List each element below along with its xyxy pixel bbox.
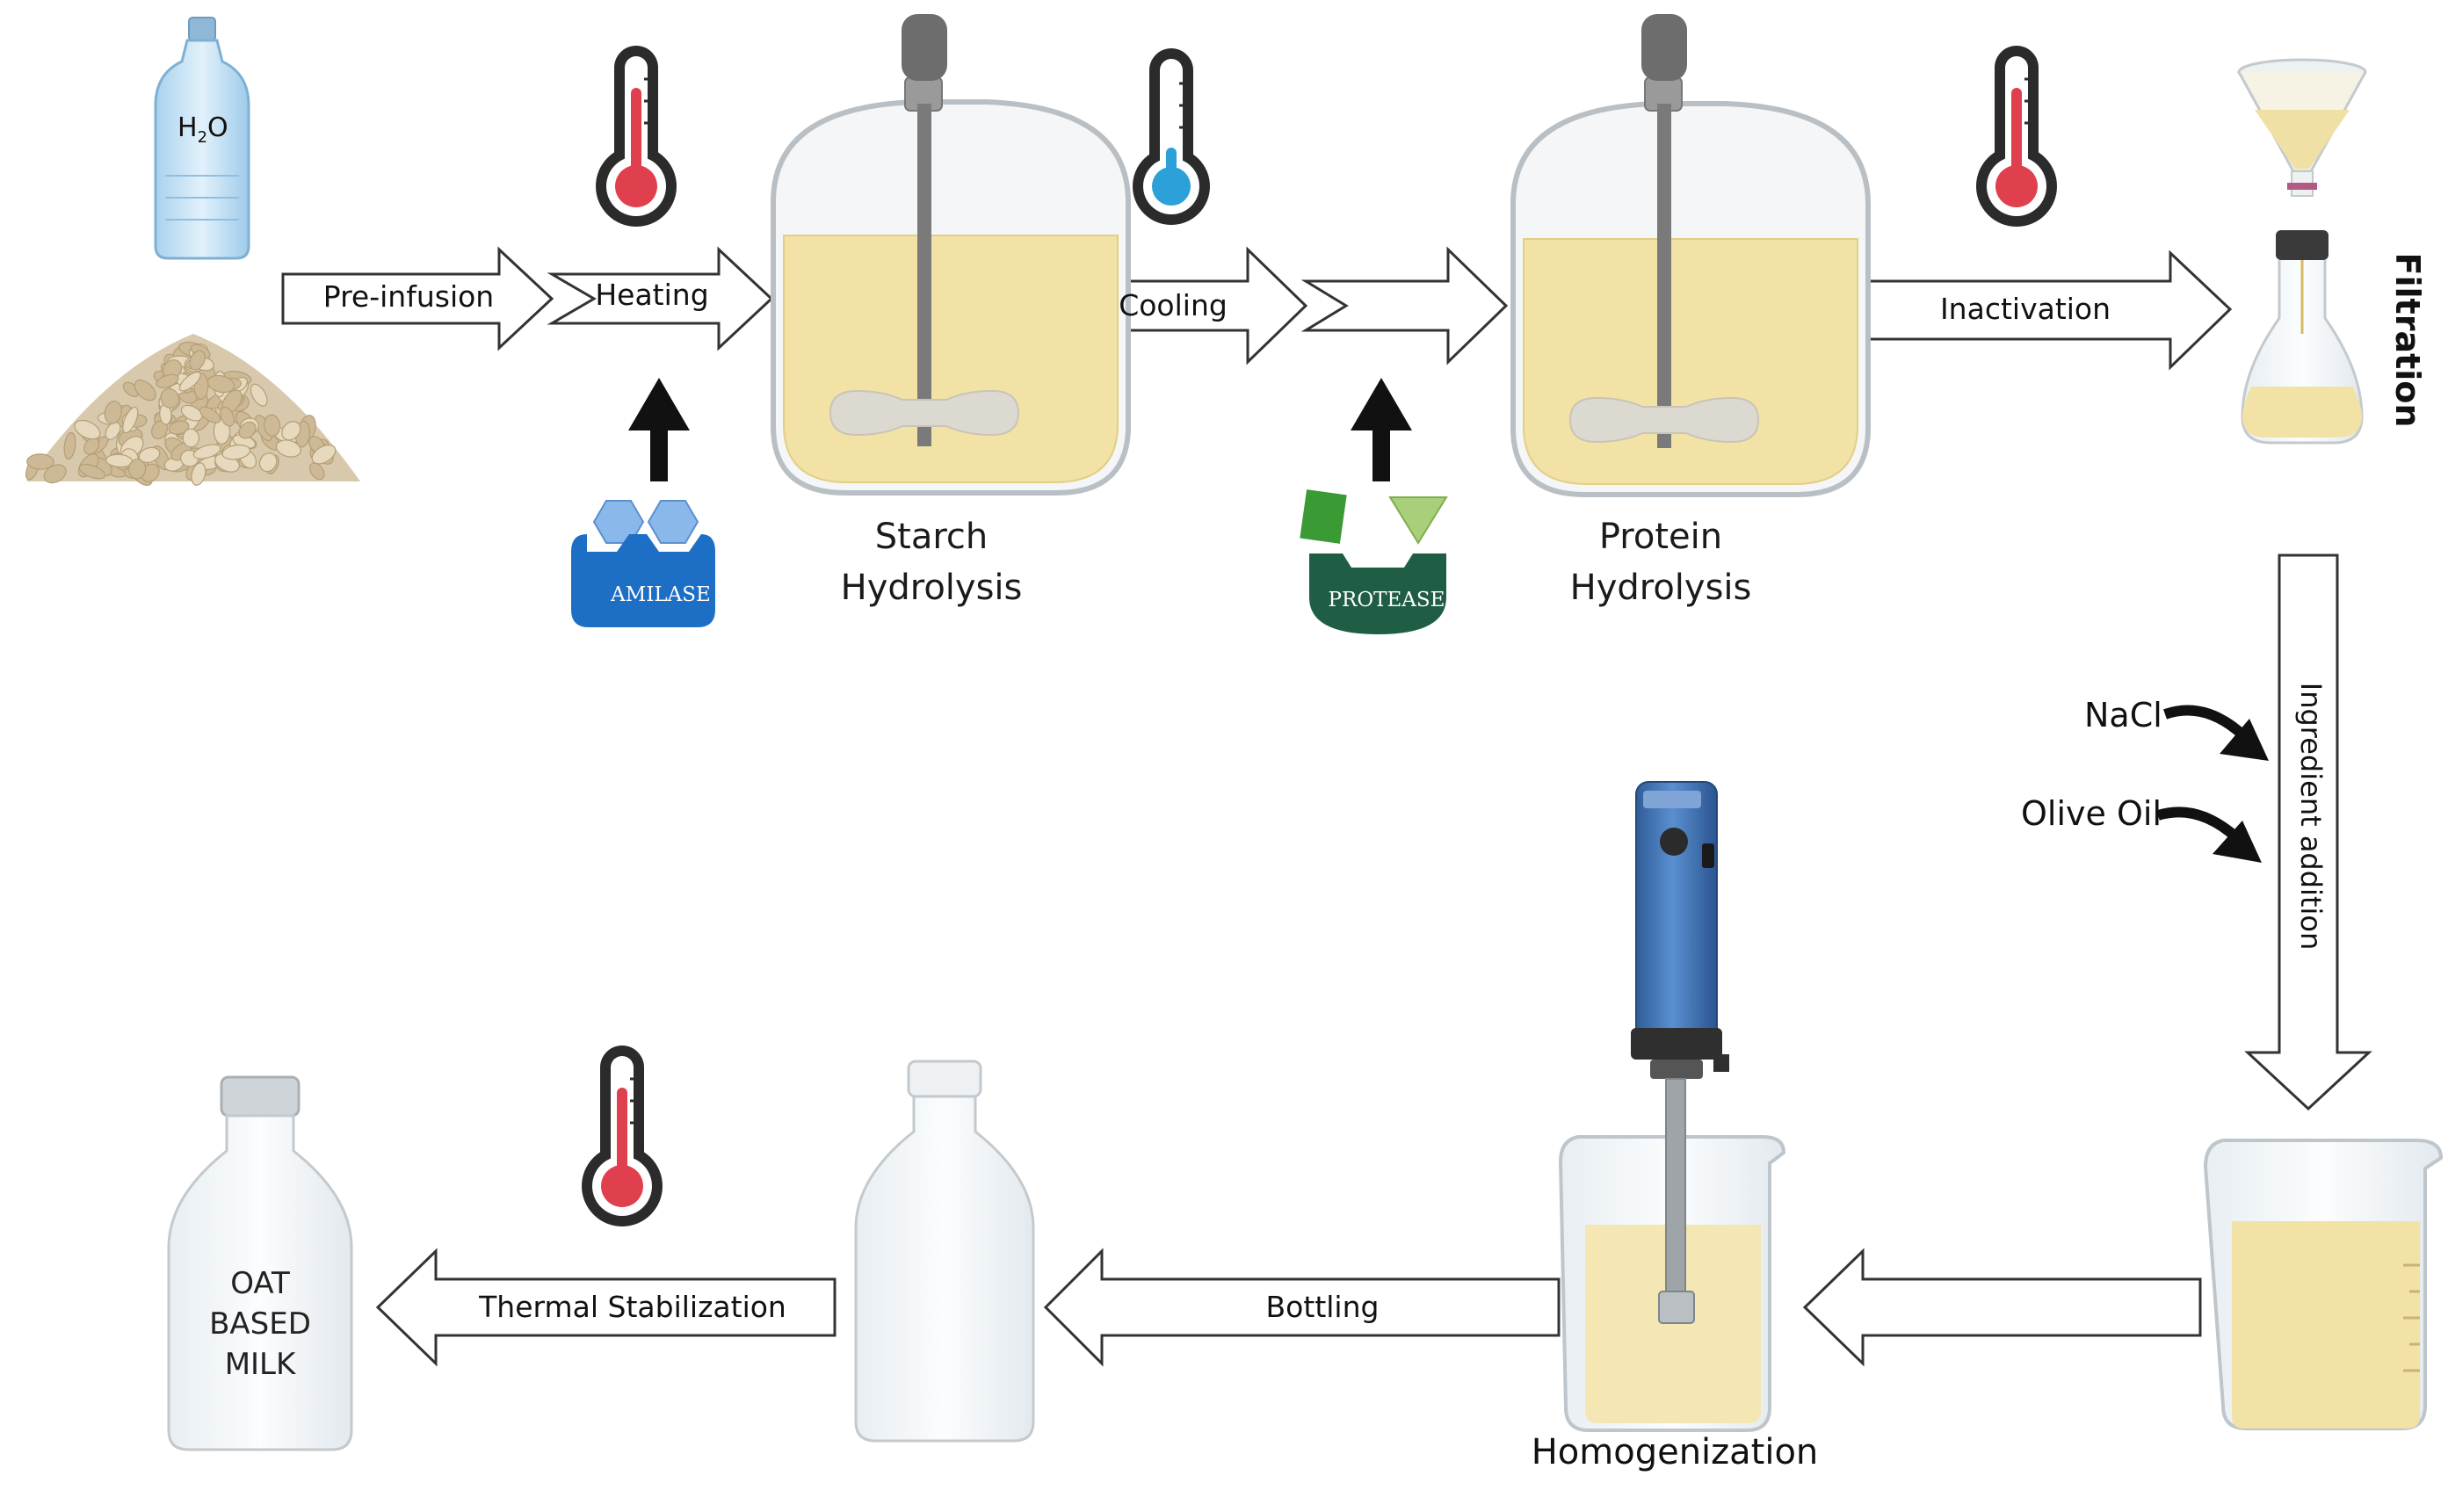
milk-text-line2: BASED <box>209 1306 311 1342</box>
olive-oil-label: Olive Oil <box>2021 794 2162 833</box>
amilase-addition-arrow <box>628 378 690 481</box>
beaker-ingredients-icon <box>2203 1139 2444 1430</box>
filtration-label: Filtration <box>2388 252 2427 428</box>
empty-bottle-icon <box>854 1060 1035 1443</box>
oat-flake <box>238 421 257 439</box>
water-label-h: H <box>177 112 198 143</box>
arrow-pre-infusion <box>281 246 554 351</box>
water-label: H2O <box>177 112 228 147</box>
thermometer-hot-2-icon <box>1976 46 2057 227</box>
oat-flake <box>134 380 156 402</box>
nacl-label: NaCl <box>2084 696 2162 734</box>
oat-flake <box>311 444 337 465</box>
protein-hydrolysis-label: Protein Hydrolysis <box>1520 511 1801 613</box>
oat-flake <box>281 421 301 441</box>
oat-flake <box>199 406 221 423</box>
inactivation-label: Inactivation <box>1939 292 2111 326</box>
oat-milk-bottle-icon <box>167 1075 353 1451</box>
protein-label-line1: Protein <box>1598 517 1723 557</box>
protease-addition-arrow <box>1351 378 1412 481</box>
ingredient-addition-label: Ingredient addition <box>2294 682 2328 951</box>
thermometer-hot-1-icon <box>596 46 677 227</box>
oat-flake <box>122 406 139 434</box>
oat-flake <box>104 401 122 424</box>
arrow-ingredient-addition <box>2244 553 2372 1111</box>
oat-flake <box>74 419 101 440</box>
milk-text-line3: MILK <box>224 1347 296 1382</box>
pre-infusion-label: Pre-infusion <box>322 279 495 314</box>
oat-flake <box>156 373 179 388</box>
milk-text-line1: OAT <box>230 1266 290 1301</box>
oat-flake <box>263 414 281 437</box>
oat-flake <box>192 444 221 459</box>
arrow-to-homogenization <box>1802 1248 2202 1367</box>
arrow-protease <box>1300 246 1509 365</box>
oat-flake <box>221 444 251 460</box>
oat-flake <box>160 387 179 409</box>
oat-flake <box>83 437 100 455</box>
oat-flake <box>178 371 201 392</box>
arrow-inactivation <box>1830 250 2233 371</box>
oat-flake <box>191 462 206 486</box>
water-bottle-icon <box>154 17 250 260</box>
oat-flake <box>182 428 200 448</box>
oat-flake <box>189 350 206 371</box>
bottling-label: Bottling <box>1265 1290 1380 1324</box>
filtration-flask-icon <box>2237 58 2367 445</box>
oat-flake <box>168 420 190 435</box>
oat-flake <box>258 452 278 473</box>
oat-flake <box>63 431 76 460</box>
arrow-thermal-stabilization <box>375 1248 837 1367</box>
arrow-bottling <box>1043 1248 1561 1367</box>
oat-flake <box>26 453 54 470</box>
milk-bottle-text: OAT BASED MILK <box>188 1263 332 1385</box>
oat-flake <box>128 459 147 480</box>
water-label-o: O <box>207 112 228 143</box>
starch-label-line2: Hydrolysis <box>840 568 1023 608</box>
oat-flake <box>309 462 325 481</box>
oat-flake <box>180 404 203 422</box>
olive-oil-curved-arrow <box>2156 807 2262 863</box>
oat-flake <box>138 446 161 464</box>
thermal-stabilization-label: Thermal Stabilization <box>479 1290 786 1324</box>
oat-flake <box>105 422 121 440</box>
protein-label-line2: Hydrolysis <box>1569 568 1752 608</box>
starch-hydrolysis-label: Starch Hydrolysis <box>791 511 1072 613</box>
cooling-label: Cooling <box>1119 288 1228 322</box>
oat-flake <box>275 439 301 458</box>
homogenizer-icon <box>1558 781 1786 1432</box>
water-label-sub: 2 <box>197 128 208 147</box>
thermometer-cold-icon <box>1133 48 1210 225</box>
oat-flake <box>220 406 235 427</box>
heating-label: Heating <box>595 278 709 312</box>
protein-reactor-icon <box>1510 14 1871 497</box>
protease-label: PROTEASE <box>1328 589 1445 611</box>
nacl-curved-arrow <box>2163 705 2269 761</box>
oats-pile-icon <box>25 334 360 486</box>
homogenization-label: Homogenization <box>1531 1432 1819 1472</box>
oat-flake <box>250 383 268 407</box>
thermometer-hot-3-icon <box>582 1045 663 1226</box>
starch-label-line1: Starch <box>874 517 989 557</box>
oat-flake <box>78 464 106 480</box>
starch-reactor-icon <box>771 14 1131 496</box>
amilase-enzyme-icon <box>571 500 715 627</box>
arrow-heating <box>547 246 774 351</box>
protease-enzyme-icon <box>1300 489 1448 634</box>
amilase-label: AMILASE <box>611 583 711 606</box>
